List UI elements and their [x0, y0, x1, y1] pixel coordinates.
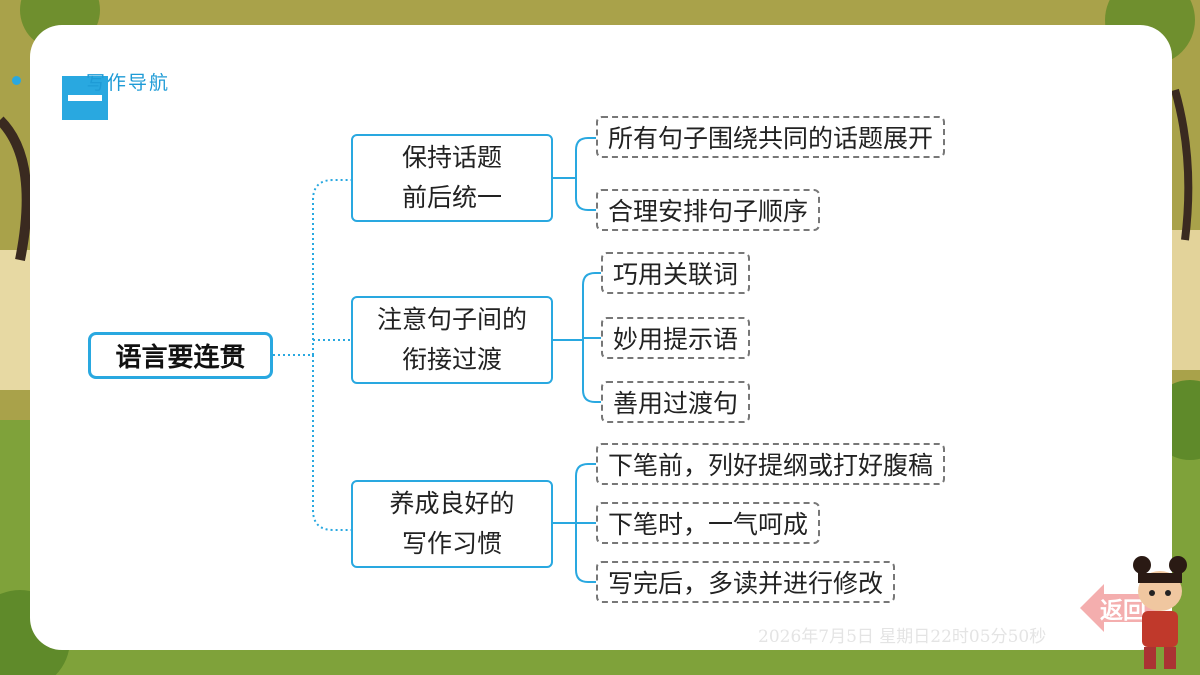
section-number-badge: [62, 76, 108, 120]
branch-line: 注意句子间的: [376, 305, 527, 334]
bullet-dot: [12, 76, 21, 85]
branch-line: 前后统一: [401, 183, 502, 212]
leaf-node: 合理安排句子顺序: [596, 189, 821, 231]
mascot-character-icon: [1133, 556, 1187, 669]
timestamp: 2026年7月5日 星期日22时05分50秒: [758, 627, 1047, 647]
branch-writing-habits: 养成良好的 写作习惯: [351, 480, 553, 568]
leaf-node: 善用过渡句: [601, 381, 751, 423]
branch-topic-unity: 保持话题 前后统一: [351, 134, 553, 222]
leaf-node: 巧用关联词: [601, 252, 751, 294]
branch-transitions: 注意句子间的 衔接过渡: [351, 296, 553, 384]
leaf-node: 写完后，多读并进行修改: [596, 561, 896, 603]
leaf-node: 下笔时，一气呵成: [596, 502, 821, 544]
back-button-label: 返回: [1100, 598, 1146, 624]
leaf-node: 妙用提示语: [601, 317, 751, 359]
leaf-node: 下笔前，列好提纲或打好腹稿: [596, 443, 946, 485]
branch-line: 衔接过渡: [401, 345, 502, 374]
nav-label: 写作导航: [86, 72, 171, 94]
leaf-node: 所有句子围绕共同的话题展开: [596, 116, 946, 158]
branch-line: 写作习惯: [401, 529, 502, 558]
roman-numeral-one-icon: [68, 95, 102, 101]
mindmap-root: 语言要连贯: [88, 332, 273, 379]
branch-line: 养成良好的: [389, 489, 515, 518]
branch-line: 保持话题: [401, 143, 502, 172]
